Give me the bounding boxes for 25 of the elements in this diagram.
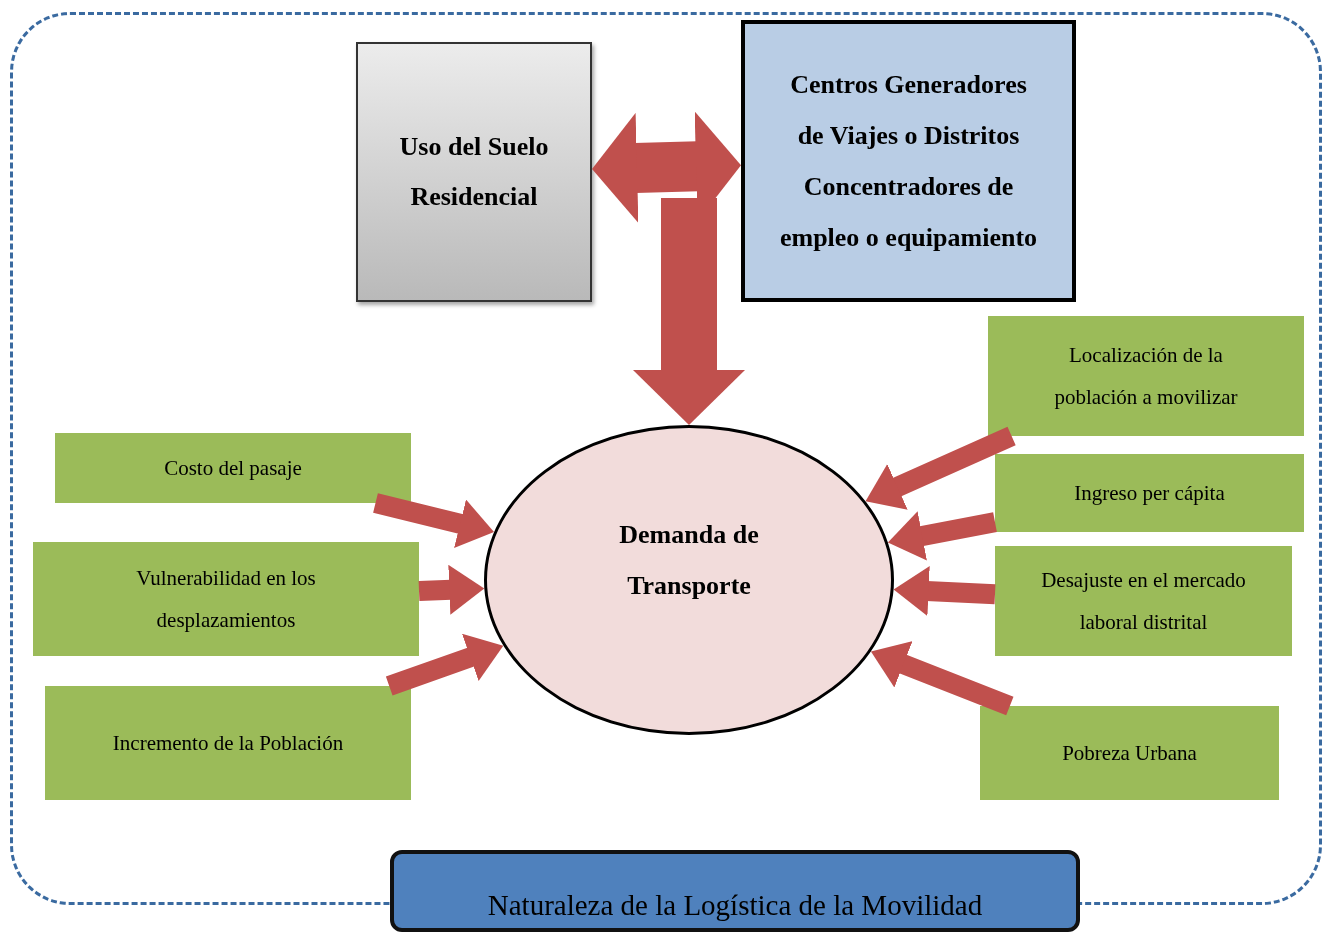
arrow <box>886 511 997 561</box>
trip-generator-box <box>741 20 1076 302</box>
node-label: Naturaleza de la Logística de la Movilidad <box>487 889 983 922</box>
land-use-box <box>356 42 592 302</box>
factor-box <box>45 686 411 800</box>
node-label: Uso del Suelo Residencial <box>398 131 550 213</box>
arrow <box>893 566 996 617</box>
factor-box <box>995 454 1304 532</box>
node-label: Vulnerabilidad en los desplazamientos <box>135 565 317 634</box>
factor-box <box>55 433 411 503</box>
factor-box <box>980 706 1279 800</box>
node-label: Localización de la población a movilizar <box>1053 342 1239 411</box>
arrow <box>591 111 742 223</box>
node-label: Ingreso per cápita <box>1074 480 1225 507</box>
factor-box <box>988 316 1304 436</box>
node-label: Centros Generadores de Viajes o Distritos Concentradores de empleo o equipamiento <box>778 69 1039 254</box>
node-label: Desajuste en el mercado laboral distrital <box>1040 567 1247 636</box>
title-banner <box>390 850 1080 932</box>
factor-box <box>995 546 1292 656</box>
arrow <box>633 198 745 425</box>
node-label: Pobreza Urbana <box>1062 740 1197 767</box>
node-label: Costo del pasaje <box>164 455 302 482</box>
factor-box <box>33 542 419 656</box>
node-label: Demanda de Transporte <box>618 519 760 602</box>
node-label: Incremento de la Población <box>112 730 344 757</box>
